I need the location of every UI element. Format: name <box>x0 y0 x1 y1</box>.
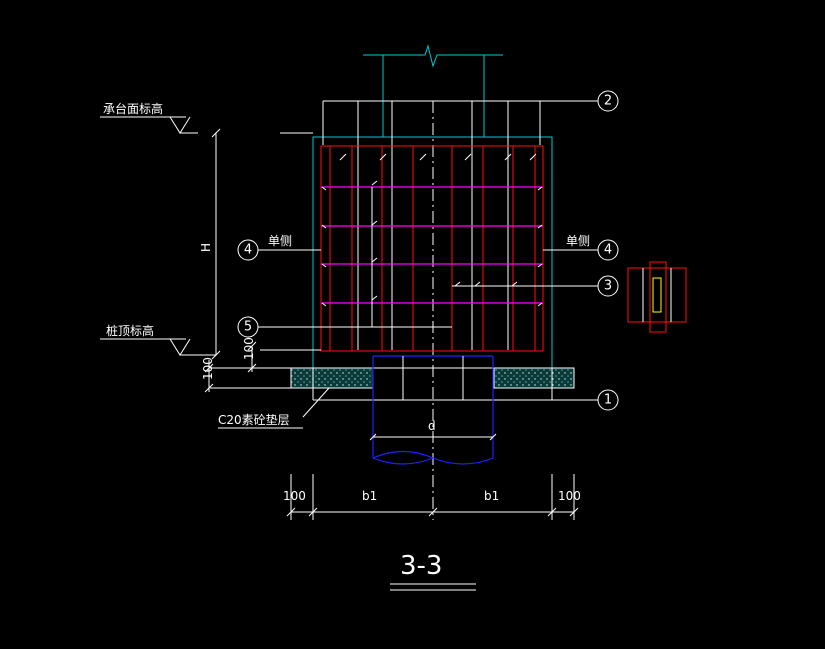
side-bars <box>321 186 543 304</box>
detail-symbol <box>627 261 687 333</box>
vertical-dims <box>204 341 257 393</box>
callout-1: 1 <box>597 389 619 411</box>
elevation-markers <box>100 116 221 360</box>
callout-4-right: 4 <box>597 239 619 261</box>
cushion-layer <box>210 349 598 401</box>
horizontal-dims <box>286 474 579 520</box>
cushion-label: C20素砼垫层 <box>218 412 290 427</box>
leader-lines <box>218 249 598 429</box>
dim-b1-left: b1 <box>362 489 377 503</box>
pile-top-label: 桩顶标高 <box>106 323 154 338</box>
dim-100-left: 100 <box>283 489 306 503</box>
callout-5: 5 <box>237 316 259 338</box>
callout-3: 3 <box>597 275 619 297</box>
dim-100-vertical-2: 100 <box>242 337 256 360</box>
callout-4-left: 4 <box>237 239 259 261</box>
pile <box>369 355 497 465</box>
svg-text:5: 5 <box>244 320 252 335</box>
rebar-ticks <box>321 153 543 328</box>
dim-b1-right: b1 <box>484 489 499 503</box>
svg-text:1: 1 <box>604 393 612 408</box>
dim-100-right: 100 <box>558 489 581 503</box>
svg-text:2: 2 <box>604 94 612 109</box>
column-stub <box>312 44 553 368</box>
cap-top-label: 承台面标高 <box>103 101 163 116</box>
callout-2: 2 <box>597 90 619 112</box>
rebar-cage <box>320 145 544 352</box>
single-side-left: 单侧 <box>268 234 292 248</box>
pile-diameter-label: d <box>428 419 436 433</box>
section-title: 3-3 <box>400 551 442 581</box>
height-label: H <box>199 243 213 252</box>
single-side-right: 单侧 <box>566 234 590 248</box>
svg-text:3: 3 <box>604 279 612 294</box>
svg-text:4: 4 <box>244 243 252 258</box>
guide-lines <box>280 100 598 520</box>
svg-text:4: 4 <box>604 243 612 258</box>
dim-100-vertical-1: 100 <box>201 357 215 380</box>
